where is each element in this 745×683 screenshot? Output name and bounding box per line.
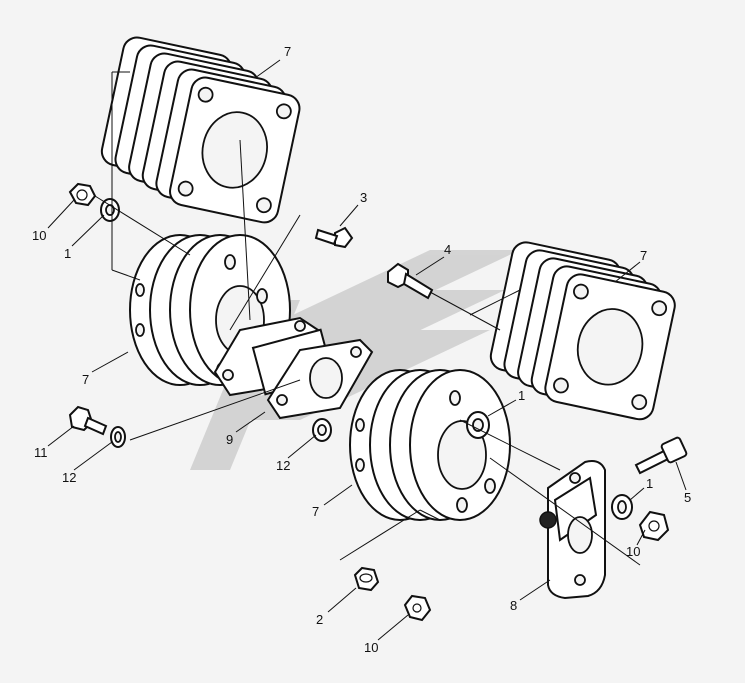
callout-10-right: 10: [626, 544, 640, 559]
leader-lines: [94, 71, 641, 566]
callout-5: 5: [684, 490, 691, 505]
disk-stack-right: [349, 369, 511, 521]
callout-7-right-top: 7: [640, 248, 647, 263]
callout-leaders: [47, 59, 687, 641]
flange-pipe: [213, 316, 374, 420]
callout-3: 3: [360, 190, 367, 205]
callout-7-right-bottom: 7: [312, 504, 319, 519]
gasket-stack-right: [489, 241, 676, 421]
callout-11: 11: [34, 445, 48, 460]
gasket-stack-top-left: [100, 36, 301, 224]
bolt-4: [387, 262, 434, 300]
callout-9: 9: [226, 432, 233, 447]
bolt-11: [68, 405, 108, 436]
nut-top-left: [68, 182, 97, 207]
nut-right: [638, 510, 670, 542]
callout-7-top: 7: [284, 44, 291, 59]
washer-12-left: [110, 426, 126, 448]
washer-1-right: [611, 494, 633, 520]
callout-12-left: 12: [62, 470, 76, 485]
callout-1-center: 1: [518, 388, 525, 403]
callout-10-top-left: 10: [32, 228, 46, 243]
callouts: 7 3 10 1 7 4 7 11 12 9 12 1 7 1 5 10 2 8…: [32, 44, 691, 655]
bracket: [539, 460, 606, 600]
callout-12-middle: 12: [276, 458, 290, 473]
bolt-3: [314, 226, 354, 249]
bolt-5: [634, 436, 688, 475]
callout-4: 4: [444, 242, 451, 257]
callout-10-bottom: 10: [364, 640, 378, 655]
callout-7-left: 7: [82, 372, 89, 387]
callout-2: 2: [316, 612, 323, 627]
washer-12-middle: [312, 418, 332, 442]
callout-1-right: 1: [646, 476, 653, 491]
nut-bottom: [403, 594, 432, 622]
callout-1-top-left: 1: [64, 246, 71, 261]
nut-2: [353, 566, 380, 592]
washer-top-left: [100, 198, 120, 222]
callout-8: 8: [510, 598, 517, 613]
